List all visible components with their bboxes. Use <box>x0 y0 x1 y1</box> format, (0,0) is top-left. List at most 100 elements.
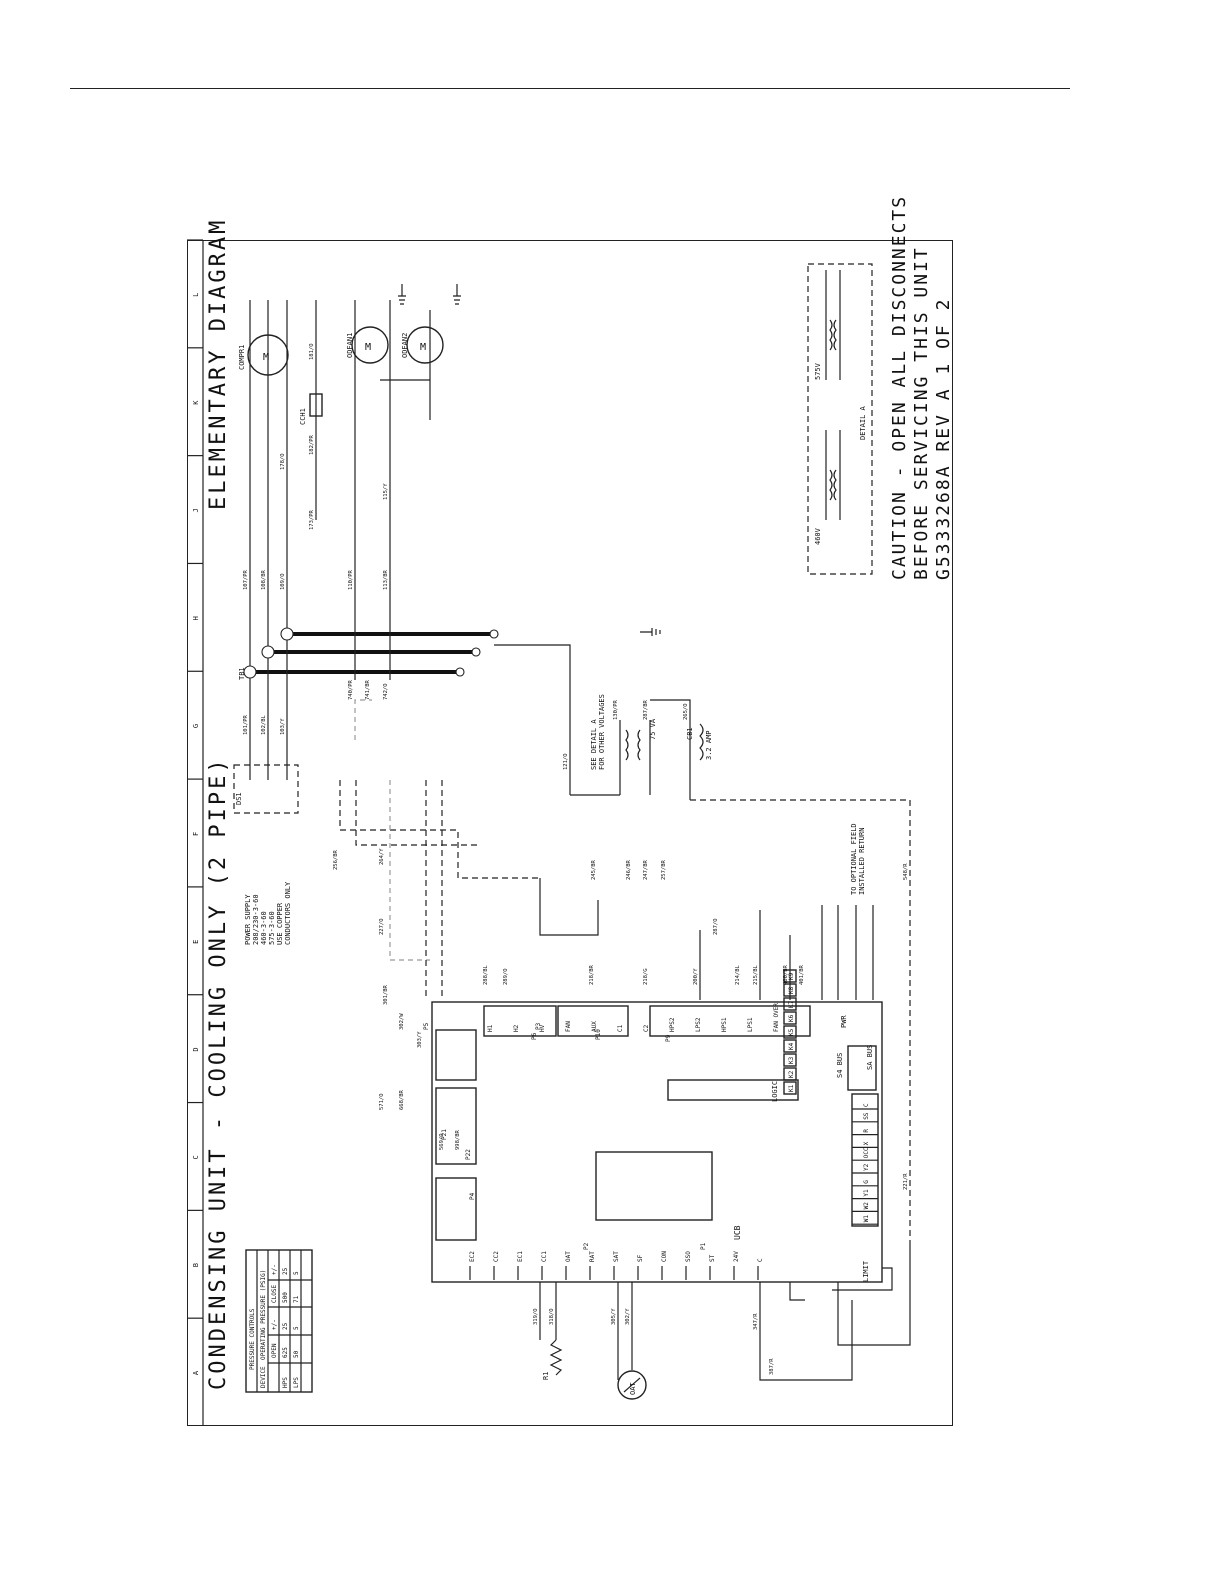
detail-a-label: DETAIL A <box>859 405 867 440</box>
wire-label-left: 569/O <box>439 1133 445 1150</box>
r1-label: R1 <box>542 1372 550 1380</box>
caution-line-1: CAUTION - OPEN ALL DISCONNECTS <box>889 195 910 580</box>
zone-letter-f: F <box>192 832 200 836</box>
wire-label-mid: 256/BR <box>333 849 339 870</box>
wire-label-mid: 401/BR <box>799 964 805 985</box>
diagram-title: ELEMENTARY DIAGRAM <box>206 218 231 510</box>
logic-label: LOGIC <box>771 1081 779 1102</box>
power-supply-4: 575-3-60 <box>268 911 276 945</box>
svg-text:M: M <box>263 352 269 363</box>
ucb-label: UCB <box>733 1225 742 1240</box>
wire-label-top: 173/PR <box>309 509 315 530</box>
wire-label-top: 287/BR <box>643 699 649 720</box>
disconnect-label: DS1 <box>235 792 243 805</box>
terminal-label: X <box>863 1141 870 1145</box>
tb1-terminal-l1 <box>243 665 257 679</box>
board-output-label: H1 <box>487 1024 494 1032</box>
connector-label: P6 <box>531 1032 538 1040</box>
pressure-header-operating: OPERATING PRESSURE (PSIG) <box>260 1270 267 1360</box>
logic-relay-box <box>783 1011 797 1025</box>
logic-relay-k3: K3 <box>788 1056 795 1064</box>
wire-label-left: 318/O <box>549 1308 555 1325</box>
wire-label-top: 742/O <box>383 683 389 700</box>
board-output-label: C1 <box>617 1024 624 1032</box>
wire-label-mid: 218/G <box>643 968 649 985</box>
logic-relay-k1: K1 <box>788 1084 795 1092</box>
connector-label: P2 <box>583 1242 590 1250</box>
zone-letter-k: K <box>192 400 200 405</box>
wire-label-top: 178/O <box>280 453 286 470</box>
logic-relay-box <box>783 983 797 997</box>
legend-pwr: PWR <box>840 1015 848 1028</box>
transformer-icon <box>625 729 641 761</box>
wire-label-top: 740/PR <box>348 679 354 700</box>
power-supply-1: POWER SUPPLY <box>244 894 252 945</box>
legend-sa-bus: SA BUS <box>866 1045 874 1070</box>
wire-label-left: 998/BR <box>455 1129 461 1150</box>
power-supply-6: CONDUCTORS ONLY <box>284 881 292 945</box>
board-output-label: AUX <box>591 1021 598 1032</box>
diagram-subtitle: CONDENSING UNIT - COOLING ONLY (2 PIPE) <box>206 756 231 1390</box>
wire-label-mid: 227/O <box>379 918 385 935</box>
terminal-label: OCC <box>863 1147 870 1158</box>
optional-field-1: TO OPTIONAL FIELD <box>850 823 858 895</box>
board-input-label: ST <box>709 1254 716 1262</box>
wire-label-left: 302/W <box>399 1013 405 1030</box>
terminal-label: SS <box>863 1112 870 1120</box>
pressure-row-hps-device: HPS <box>282 1377 289 1388</box>
logic-relay-box <box>783 997 797 1011</box>
connector-label: P21 <box>441 1129 448 1140</box>
wire-label-top: 181/O <box>309 343 315 360</box>
connector-label: P22 <box>465 1149 472 1160</box>
terminal-label: G <box>863 1180 870 1184</box>
line-wires <box>249 300 911 940</box>
transformer-va: 75 VA <box>649 718 657 740</box>
logic-relay-k8: K8 <box>788 986 795 994</box>
wire-label-mid: 264/Y <box>379 848 385 865</box>
logic-relay-box <box>783 1081 797 1095</box>
oat-sensor-icon <box>617 1370 647 1400</box>
tb1-terminal-l2 <box>261 645 275 659</box>
svg-text:M: M <box>365 342 371 353</box>
board-input-label: SSO <box>685 1251 692 1262</box>
logic-relay-k9: K9 <box>788 972 795 980</box>
board-output-label: FAN <box>565 1021 572 1032</box>
wire-label-mid: 288/BL <box>483 964 489 985</box>
logic-relay-box <box>783 1053 797 1067</box>
diagram-frame <box>187 240 953 1426</box>
detail-transformer-1 <box>825 430 841 520</box>
board-output-label: FAN OVER <box>773 1003 780 1032</box>
wire-label-top: 182/PR <box>309 434 315 455</box>
breaker-label: CB1 <box>686 727 694 740</box>
caution-line-3: G5333268A REV A 1 OF 2 <box>933 298 954 580</box>
fan-motor-1-icon: M <box>351 326 389 364</box>
page-top-rule <box>70 88 1070 89</box>
tb1-terminal-l3 <box>280 627 294 641</box>
logic-relay-box <box>783 1039 797 1053</box>
wire-label-left: 319/O <box>533 1308 539 1325</box>
pressure-row-lps-close: 71 <box>293 1295 300 1303</box>
pressure-sub-close: CLOSE <box>271 1285 278 1303</box>
board-output-label: C2 <box>643 1024 650 1032</box>
breaker-rating: 3.2 AMP <box>705 730 713 760</box>
board-input-label: CC1 <box>541 1251 548 1262</box>
power-supply-3: 460-3-60 <box>260 911 268 945</box>
resistor-icon <box>549 1339 563 1376</box>
pressure-row-hps-close: 500 <box>282 1292 289 1303</box>
wire-label-top: 121/O <box>563 753 569 770</box>
legend-s4-bus: S4 BUS <box>836 1053 844 1078</box>
logic-relay-k7: K7 <box>788 1000 795 1008</box>
board-output-label: H2 <box>513 1024 520 1032</box>
connector-p22 <box>435 1087 477 1165</box>
connector-p4 <box>435 1177 477 1241</box>
logic-relay-k5: K5 <box>788 1028 795 1036</box>
board-output-label: HPS2 <box>669 1017 676 1032</box>
wire-label-top: 741/BR <box>365 679 371 700</box>
wire-label-top: 101/PR <box>243 714 249 735</box>
zone-letter-a: A <box>192 1370 200 1375</box>
zone-letter-g: G <box>192 724 200 728</box>
wire-label-left: 668/BR <box>399 1089 405 1110</box>
terminal-label: Y2 <box>863 1163 870 1171</box>
return-bus <box>339 780 874 1000</box>
